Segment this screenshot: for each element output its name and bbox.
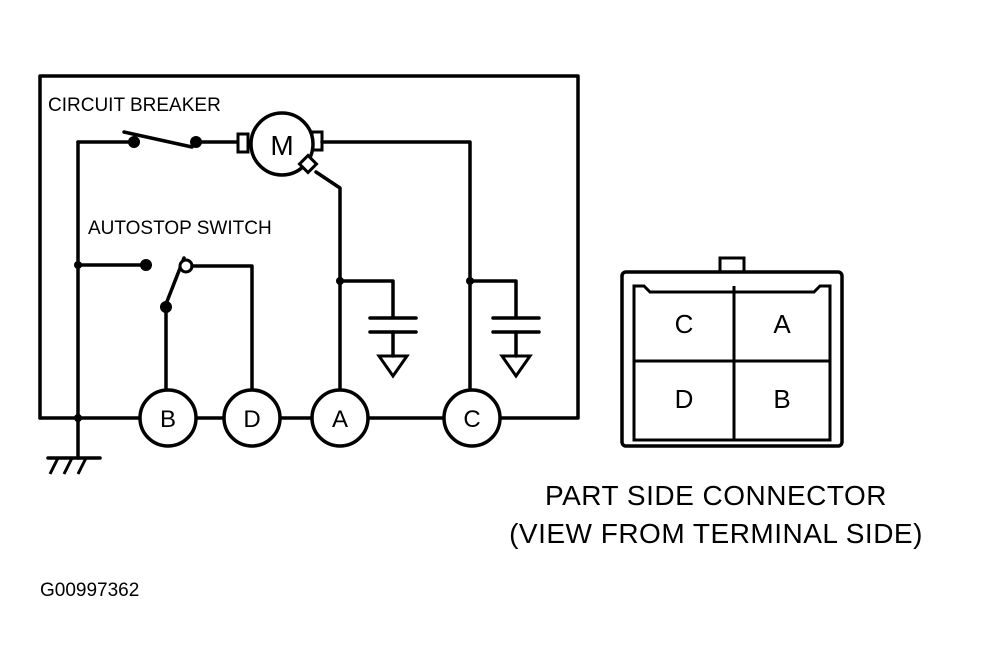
motor-to-a-wire <box>314 170 342 392</box>
terminal-a-label: A <box>332 406 348 433</box>
connector-caption-line2: (VIEW FROM TERMINAL SIDE) <box>509 518 923 549</box>
autostop-switch-label: AUTOSTOP SWITCH <box>88 218 272 239</box>
connector-caption-line1: PART SIDE CONNECTOR <box>545 480 887 511</box>
terminal-b: B <box>138 388 198 448</box>
terminal-c-label: C <box>463 406 480 433</box>
connector-cell-c: C <box>675 309 694 339</box>
circuit-breaker-label: CIRCUIT BREAKER <box>48 95 221 116</box>
capacitor-c <box>466 277 541 379</box>
part-side-connector: C A D B <box>620 256 844 448</box>
connector-cell-a: A <box>773 309 791 339</box>
connector-cell-b: B <box>773 384 790 414</box>
terminal-b-label: B <box>160 406 176 433</box>
motor-to-c-wire <box>320 140 472 392</box>
connector-cell-d: D <box>675 384 694 414</box>
terminal-c: C <box>442 388 502 448</box>
motor-label: M <box>270 130 293 161</box>
capacitor-a <box>336 277 418 379</box>
motor: M <box>236 111 324 177</box>
junction-dot <box>74 414 82 422</box>
autostop-switch <box>76 256 254 392</box>
terminal-a: A <box>310 388 370 448</box>
figure-id: G00997362 <box>40 580 139 601</box>
ground-symbol <box>46 416 102 475</box>
circuit-breaker <box>76 130 242 149</box>
component-outline <box>38 74 580 420</box>
terminal-d-label: D <box>243 406 260 433</box>
terminal-d: D <box>222 388 282 448</box>
